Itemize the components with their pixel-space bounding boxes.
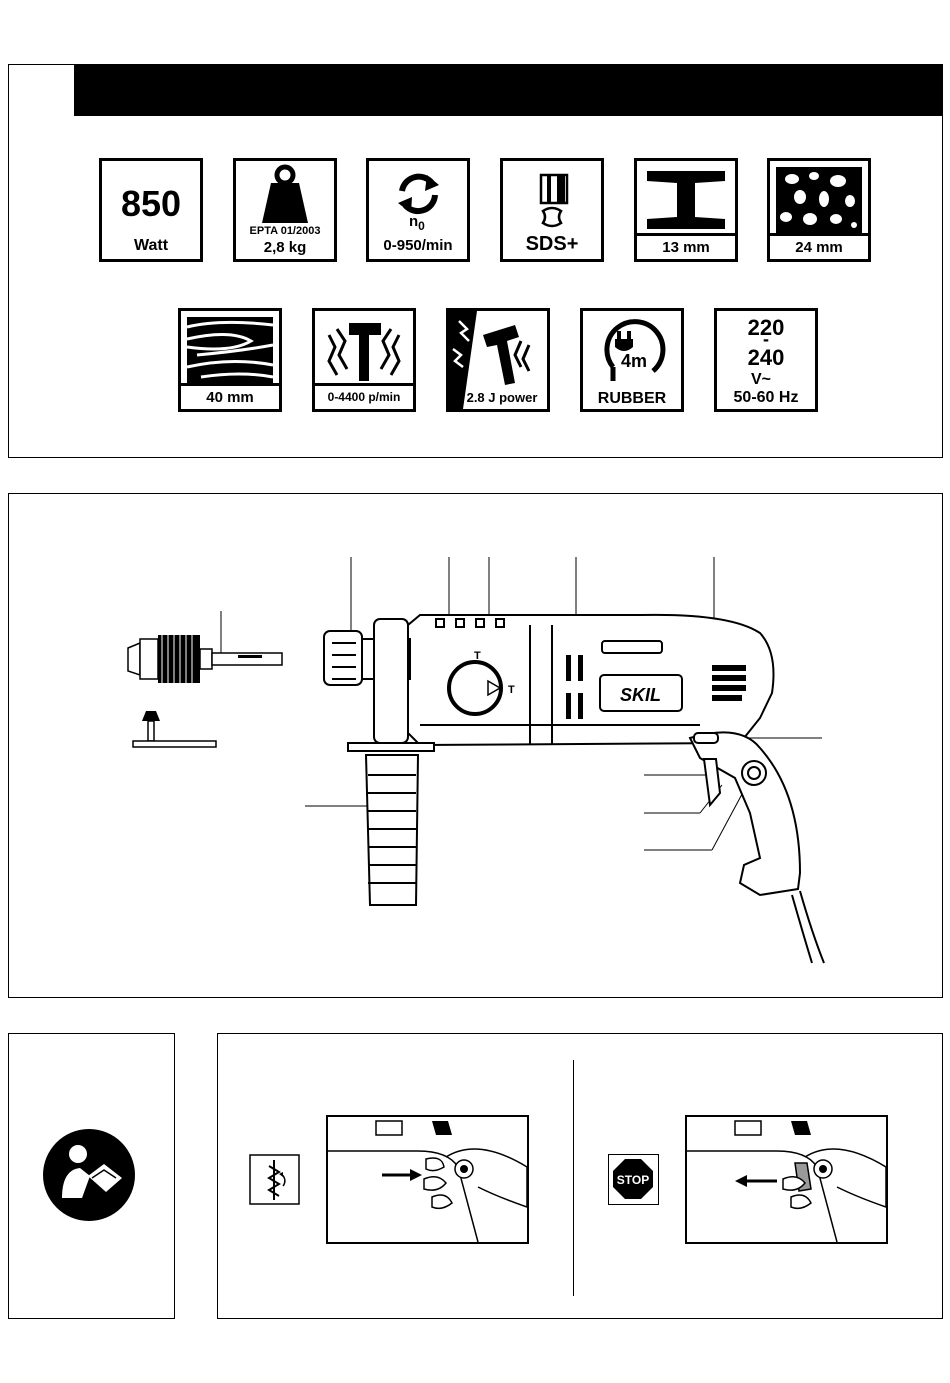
speed-sub: 0 [418, 219, 425, 233]
cable-length-unit: m [631, 351, 647, 371]
steel-value: 13 mm [637, 239, 735, 256]
energy-value: 2.8 J power [457, 390, 547, 405]
mode-selector-knob [449, 662, 501, 714]
switch-off-image [685, 1115, 888, 1244]
voltage-freq: 50-60 Hz [717, 389, 815, 407]
cable-length: 4m [621, 351, 647, 372]
weight-standard: EPTA 01/2003 [236, 225, 334, 237]
drill-body [408, 615, 800, 895]
drill-diagram: T T SKIL [0, 493, 950, 998]
spec-cable: 4m RUBBER [580, 308, 684, 412]
mode-drill-label: T [474, 650, 481, 662]
spec-chuck: SDS+ [500, 158, 604, 262]
spec-impact: 0-4400 p/min [312, 308, 416, 412]
impact-value: 0-4400 p/min [315, 390, 413, 404]
spec-power: 850 Watt [99, 158, 203, 262]
voltage-v: V [751, 371, 762, 388]
brand-logo: SKIL [620, 685, 661, 705]
cable-length-value: 4 [621, 351, 631, 371]
chuck-value: SDS+ [503, 233, 601, 256]
spec-steel: 13 mm [634, 158, 738, 262]
switch-on-illustration [328, 1117, 527, 1242]
chuck-key-icon [133, 711, 216, 747]
power-unit: Watt [102, 237, 200, 255]
concrete-value: 24 mm [770, 239, 868, 256]
power-cord [792, 891, 824, 963]
stop-sign: STOP [608, 1154, 659, 1205]
stop-label: STOP [617, 1173, 649, 1187]
spec-energy: 2.8 J power [446, 308, 550, 412]
voltage-unit: V~ [751, 371, 771, 389]
chuck-accessory-icon [128, 635, 282, 683]
ac-icon: ~ [762, 371, 771, 388]
switch-off-illustration [687, 1117, 886, 1242]
spec-concrete: 24 mm [767, 158, 871, 262]
mode-hammer-label: T [508, 684, 515, 696]
switch-on-image [326, 1115, 529, 1244]
speed-value: 0-950/min [369, 237, 467, 254]
speed-symbol: n0 [409, 213, 425, 233]
panel-divider [573, 1060, 574, 1296]
power-value: 850 [102, 183, 200, 225]
cable-value: RUBBER [583, 390, 681, 408]
spec-weight: EPTA 01/2003 2,8 kg [233, 158, 337, 262]
header-bar [74, 64, 943, 116]
voltage-bottom: 240 [717, 345, 815, 371]
drill-rotation-icon [249, 1154, 300, 1205]
spec-voltage: 220 - 240 V~ 50-60 Hz [714, 308, 818, 412]
speed-n: n [409, 213, 418, 230]
wood-value: 40 mm [181, 389, 279, 406]
spec-wood: 40 mm [178, 308, 282, 412]
spec-speed: n0 0-950/min [366, 158, 470, 262]
read-manual-icon [42, 1128, 136, 1222]
weight-value: 2,8 kg [236, 239, 334, 256]
stop-icon: STOP [609, 1155, 657, 1203]
